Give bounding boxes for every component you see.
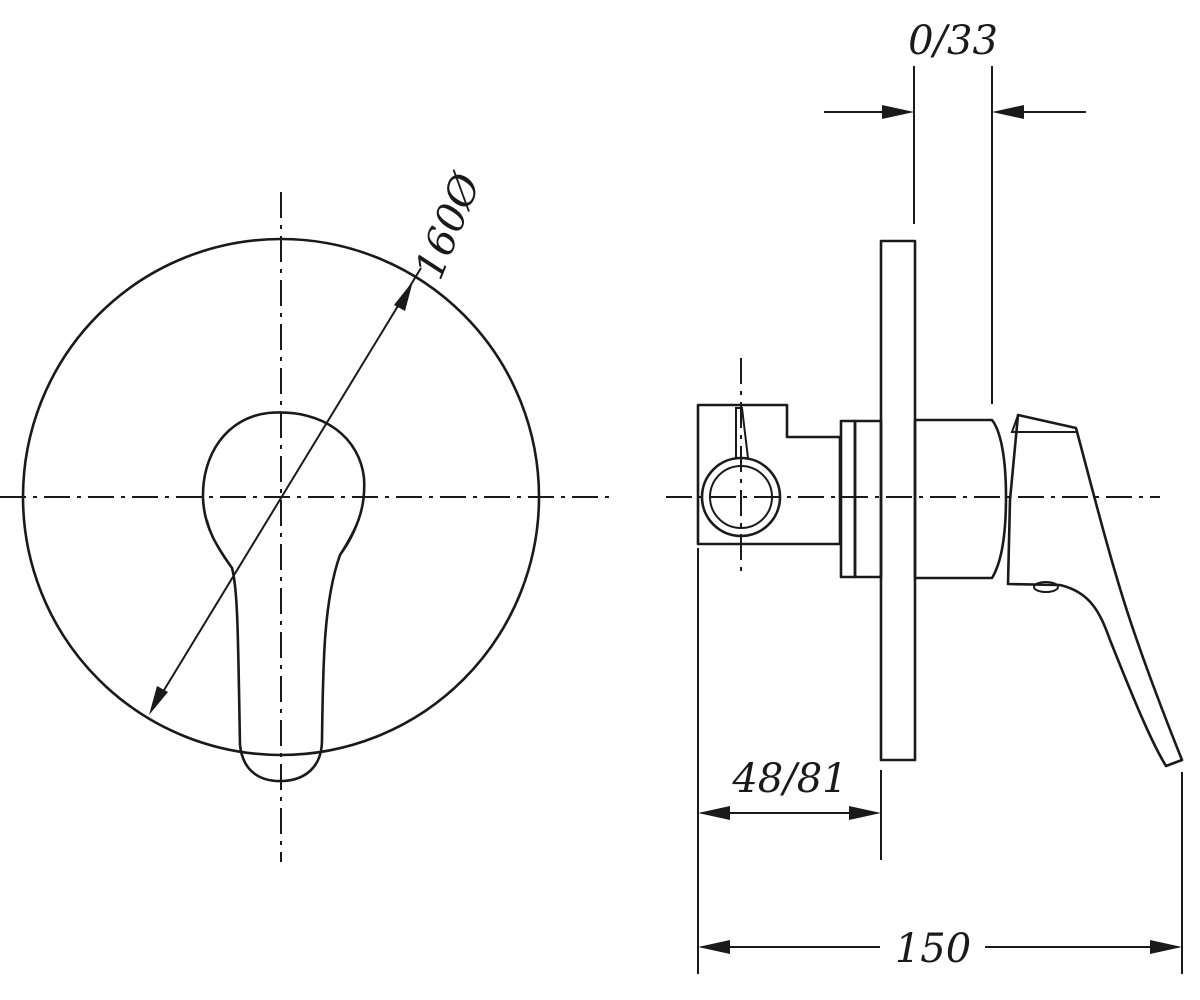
wall-plate: [879, 239, 917, 762]
dim-150-arrow-left: [698, 940, 730, 954]
dim-48-81-arrow-left: [698, 806, 730, 820]
housing-body: [853, 419, 883, 579]
lever-set-screw: [1033, 581, 1059, 593]
dim-0-33-arrow-left: [882, 105, 914, 119]
lever-handle-side-detail: [1010, 414, 1076, 433]
front-view: 160Ø: [0, 166, 612, 862]
escutcheon-plate: [21, 237, 541, 757]
depth-label: 48/81: [731, 756, 847, 802]
offset-label: 0/33: [908, 18, 998, 64]
side-view: 0/33 48/81 150: [666, 18, 1184, 974]
housing-flange: [839, 419, 857, 579]
dim-0-33-arrow-right: [992, 105, 1024, 119]
inlet-fitting-inner: [709, 465, 773, 529]
total-depth-label: 150: [895, 926, 971, 972]
lever-shadow-right: [339, 514, 361, 556]
dim-150-arrow-right: [1150, 940, 1182, 954]
diameter-arrow-bottom: [149, 686, 168, 715]
dim-48-81-arrow-right: [849, 806, 881, 820]
cartridge-cover: [913, 418, 1008, 580]
diameter-leader: [403, 267, 422, 297]
inlet-fitting-outer: [700, 456, 782, 538]
diameter-dimension-line: [157, 295, 405, 701]
lever-handle-side: [1006, 413, 1184, 768]
lever-handle-front: [201, 411, 366, 783]
lever-shadow-left: [206, 519, 233, 569]
diameter-label: 160Ø: [407, 166, 491, 286]
